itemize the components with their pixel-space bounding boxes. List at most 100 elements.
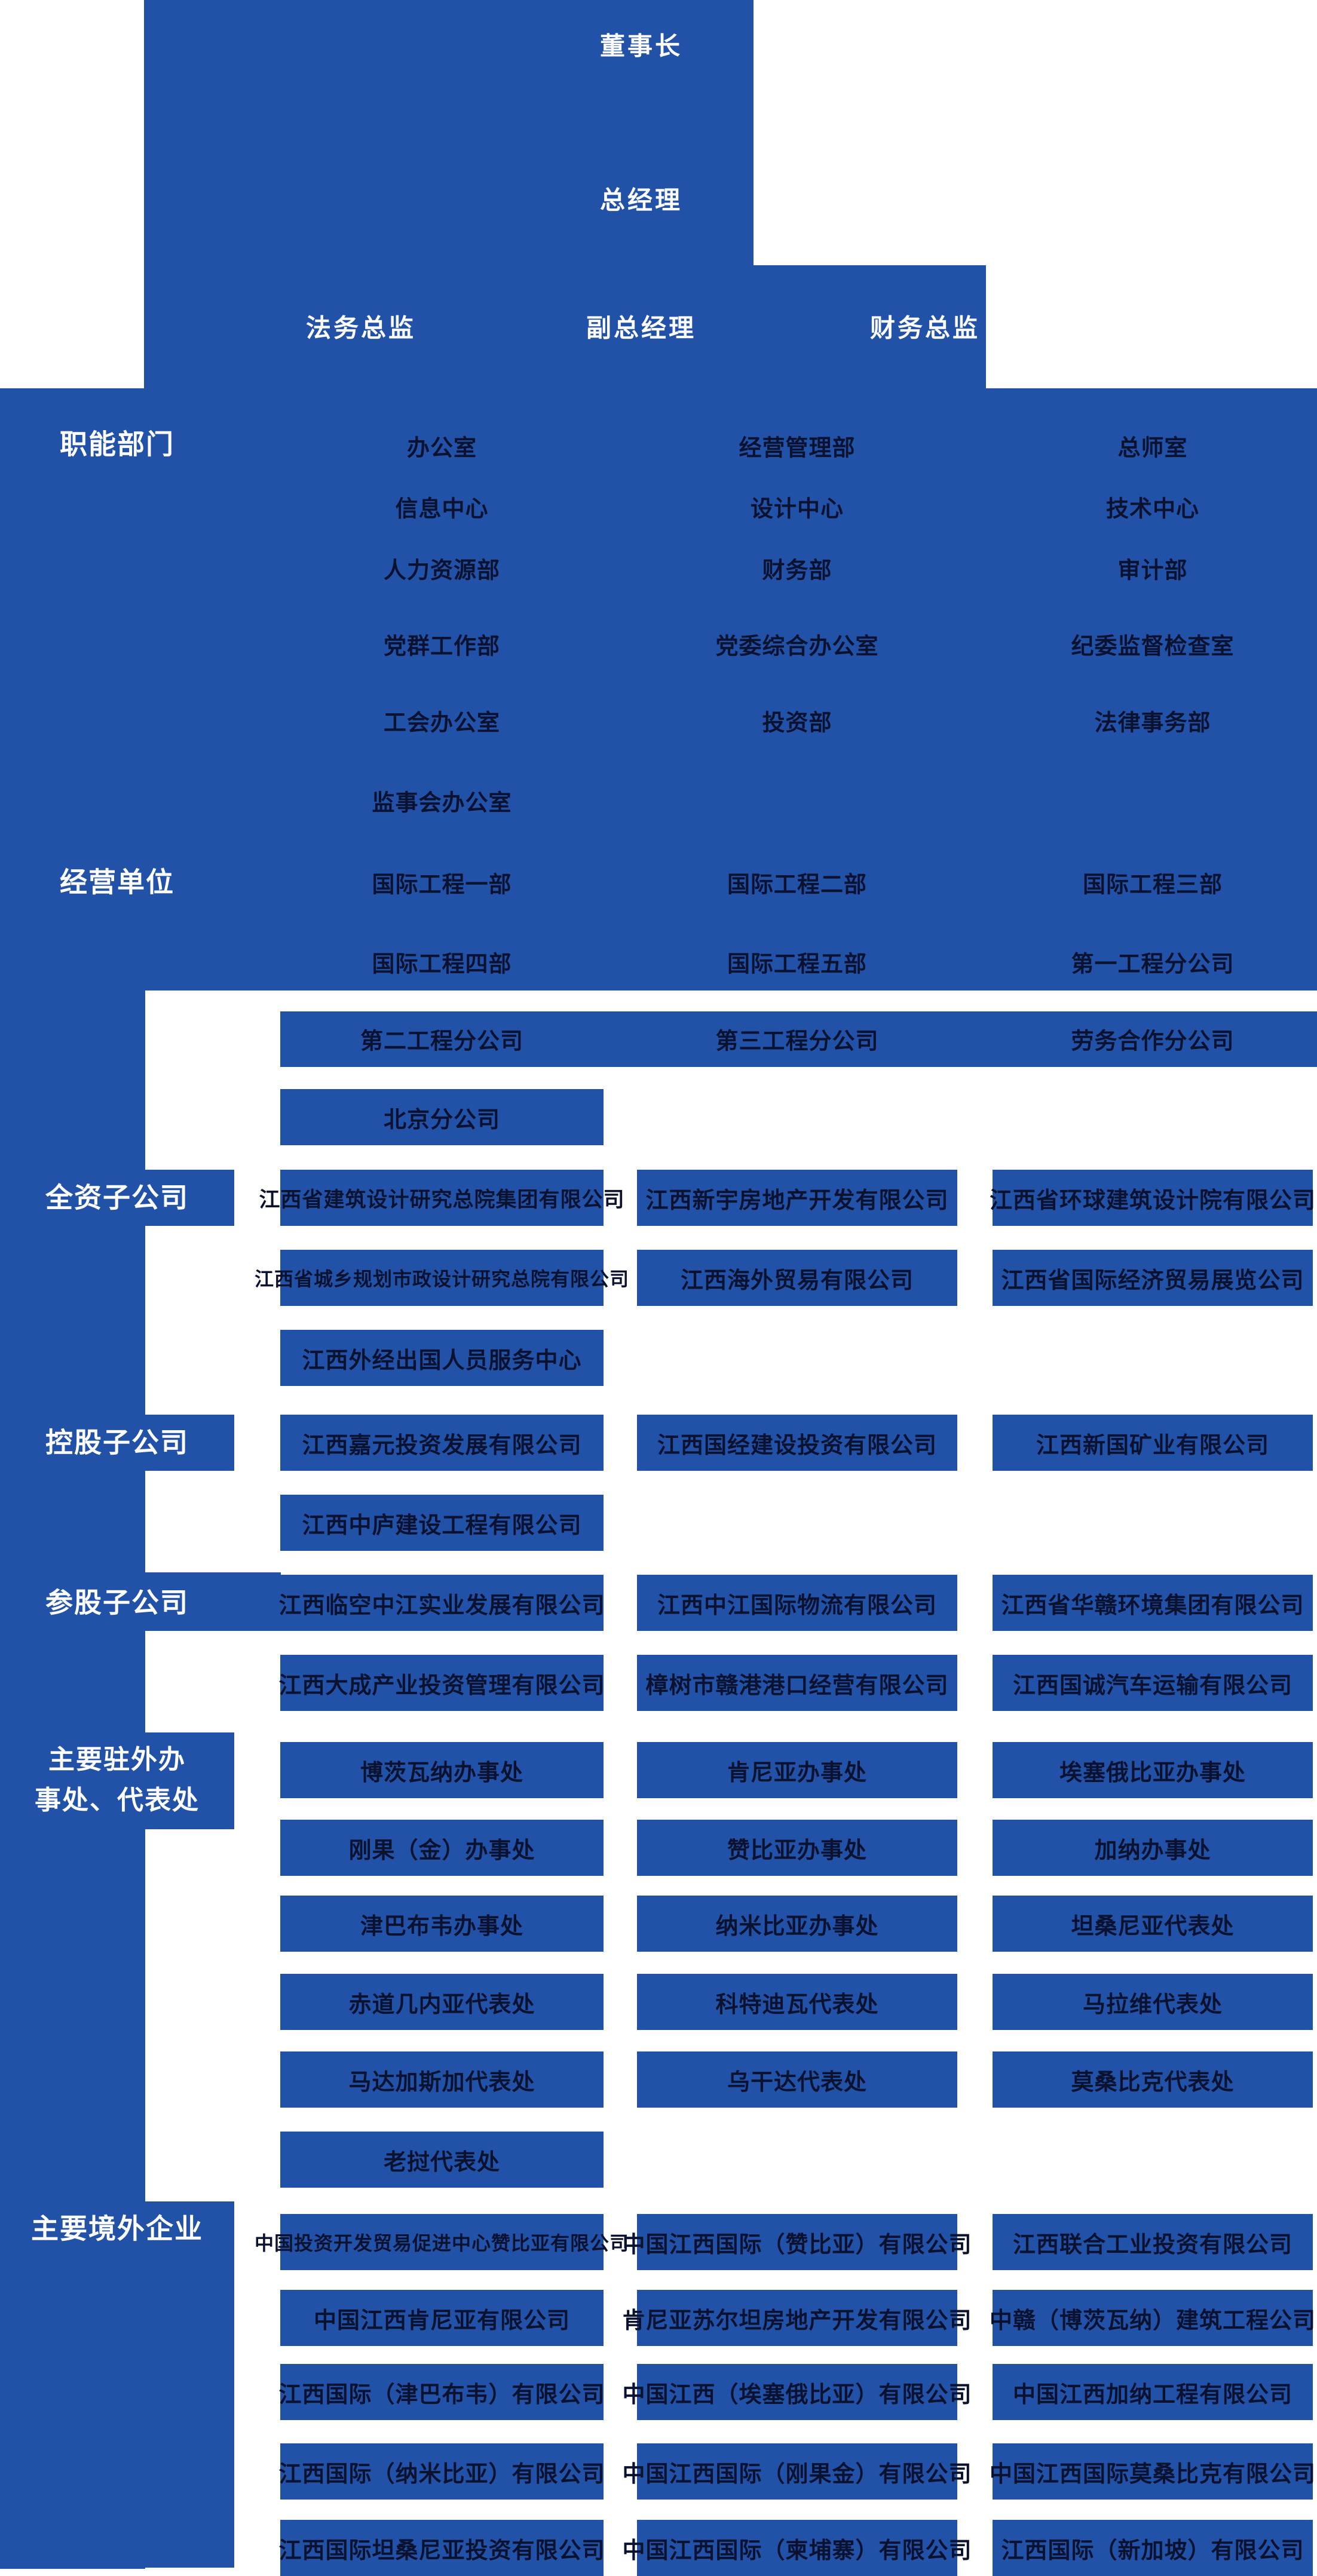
- org-node-label: 乌干达代表处: [727, 2068, 867, 2095]
- org-node: 劳务合作分公司: [1071, 1028, 1235, 1054]
- org-node-label: 埃塞俄比亚办事处: [1059, 1759, 1246, 1786]
- org-node-label: 江西嘉元投资发展有限公司: [302, 1431, 582, 1458]
- org-node: 莫桑比克代表处: [993, 2051, 1313, 2108]
- org-node: 赞比亚办事处: [637, 1820, 957, 1876]
- org-node: 肯尼亚苏尔坦房地产开发有限公司: [623, 2290, 972, 2346]
- section-label-overseas-enterprises: 主要境外企业: [31, 2212, 203, 2245]
- org-node: 江西临空中江实业发展有限公司: [278, 1575, 605, 1631]
- org-node-label: 江西国际坦桑尼亚投资有限公司: [278, 2537, 605, 2563]
- org-node-label: 老挝代表处: [383, 2148, 500, 2175]
- org-node: 坦桑尼亚代表处: [993, 1896, 1313, 1952]
- org-node-label: 江西海外贸易有限公司: [680, 1266, 914, 1293]
- org-node: 江西省城乡规划市政设计研究总院有限公司: [255, 1250, 629, 1306]
- org-node-label: 纳米比亚办事处: [715, 1912, 879, 1939]
- section-label-equity-subsidiaries: 参股子公司: [45, 1586, 189, 1619]
- legal-director-title: 法务总监: [305, 313, 416, 343]
- org-node-label: 肯尼亚办事处: [727, 1759, 867, 1786]
- chairman-title: 董事长: [599, 31, 683, 61]
- org-node-label: 江西国际（津巴布韦）有限公司: [278, 2381, 605, 2408]
- org-node: 江西国际（纳米比亚）有限公司: [279, 2443, 605, 2500]
- org-node-label: 中赣（博茨瓦纳）建筑工程公司: [990, 2307, 1316, 2333]
- org-node: 江西国际坦桑尼亚投资有限公司: [278, 2520, 605, 2576]
- org-node-label: 江西省建筑设计研究总院集团有限公司: [259, 1188, 625, 1212]
- org-node: 中国江西国际莫桑比克有限公司: [990, 2443, 1315, 2500]
- label-tab-overseas-offices: [145, 1732, 234, 1829]
- org-node: 江西中江国际物流有限公司: [637, 1575, 957, 1631]
- org-node-label: 江西大成产业投资管理有限公司: [278, 1672, 605, 1698]
- org-node: 中国江西国际（刚果金）有限公司: [623, 2443, 972, 2500]
- org-node: 老挝代表处: [280, 2132, 604, 2188]
- org-node-label: 中国江西（埃塞俄比亚）有限公司: [622, 2381, 972, 2408]
- deputy-general-manager-title: 副总经理: [586, 313, 697, 343]
- org-node: 马拉维代表处: [993, 1974, 1313, 2030]
- label-tab-wholly-owned: [145, 1170, 234, 1226]
- org-node: 樟树市赣港港口经营有限公司: [637, 1655, 957, 1711]
- org-node-label: 江西省华赣环境集团有限公司: [1001, 1591, 1304, 1618]
- org-node-label: 马达加斯加代表处: [348, 2068, 535, 2095]
- org-node: 江西嘉元投资发展有限公司: [280, 1415, 604, 1471]
- org-node-label: 坦桑尼亚代表处: [1071, 1912, 1235, 1939]
- org-node: 江西国诚汽车运输有限公司: [993, 1655, 1313, 1711]
- org-node-label: 江西省国际经济贸易展览公司: [1001, 1266, 1304, 1293]
- org-node-label: 赞比亚办事处: [727, 1836, 867, 1863]
- org-node: 中国江西肯尼亚有限公司: [280, 2290, 604, 2346]
- org-node-label: 科特迪瓦代表处: [715, 1991, 879, 2017]
- org-node: 江西省华赣环境集团有限公司: [993, 1575, 1313, 1631]
- org-node-label: 江西省城乡规划市政设计研究总院有限公司: [255, 1268, 630, 1290]
- org-node: 中国投资开发贸易促进中心赞比亚有限公司: [255, 2214, 629, 2270]
- org-node: 江西中庐建设工程有限公司: [280, 1495, 604, 1551]
- org-node: 中国江西加纳工程有限公司: [993, 2364, 1313, 2420]
- branch-companies-bar: [280, 1011, 1317, 1067]
- org-node: 信息中心: [395, 495, 489, 522]
- org-node: 加纳办事处: [993, 1820, 1313, 1876]
- bottom-left-block: [0, 2201, 234, 2568]
- section-label-holding-subsidiaries: 控股子公司: [45, 1426, 189, 1459]
- org-node: 江西新国矿业有限公司: [993, 1415, 1313, 1471]
- finance-director-block: [754, 265, 986, 388]
- org-node-label: 江西外经出国人员服务中心: [302, 1347, 582, 1373]
- org-node-label: 中国江西国际（刚果金）有限公司: [622, 2460, 972, 2487]
- org-node: 津巴布韦办事处: [280, 1896, 604, 1952]
- org-node: 中赣（博茨瓦纳）建筑工程公司: [990, 2290, 1316, 2346]
- org-node-label: 江西中庐建设工程有限公司: [302, 1511, 582, 1538]
- org-node-label: 樟树市赣港港口经营有限公司: [645, 1672, 949, 1698]
- org-node-label: 博茨瓦纳办事处: [360, 1759, 523, 1786]
- org-node: 江西联合工业投资有限公司: [993, 2214, 1313, 2270]
- org-node: 埃塞俄比亚办事处: [993, 1742, 1313, 1798]
- section-label-business-units: 经营单位: [60, 866, 174, 898]
- org-node-label: 江西新宇房地产开发有限公司: [645, 1186, 949, 1213]
- org-node: 中国江西国际（赞比亚）有限公司: [623, 2214, 972, 2270]
- org-node: 马达加斯加代表处: [280, 2051, 604, 2108]
- org-node: 科特迪瓦代表处: [637, 1974, 957, 2030]
- org-node-label: 津巴布韦办事处: [360, 1912, 523, 1939]
- org-node-label: 江西省环球建筑设计院有限公司: [990, 1186, 1316, 1213]
- label-tab-holding: [145, 1415, 234, 1471]
- org-node: 赤道几内亚代表处: [280, 1974, 604, 2030]
- org-node: 第二工程分公司: [360, 1028, 524, 1054]
- org-node: 国际工程三部: [1082, 871, 1223, 898]
- org-node-label: 江西新国矿业有限公司: [1036, 1431, 1269, 1458]
- main-band: [0, 388, 1317, 990]
- org-node-label: 江西临空中江实业发展有限公司: [278, 1591, 605, 1618]
- org-node: 审计部: [1117, 557, 1188, 584]
- section-label-functional-departments: 职能部门: [60, 428, 174, 461]
- org-node: 江西大成产业投资管理有限公司: [278, 1655, 605, 1711]
- org-node-label: 中国江西国际（赞比亚）有限公司: [622, 2231, 972, 2258]
- org-node: 监事会办公室: [372, 789, 512, 816]
- org-node: 经营管理部: [739, 434, 856, 461]
- org-node-label: 中国江西加纳工程有限公司: [1012, 2381, 1293, 2408]
- org-node: 纪委监督检查室: [1071, 633, 1235, 660]
- org-node-label: 莫桑比克代表处: [1071, 2068, 1235, 2095]
- org-node: 江西新宇房地产开发有限公司: [637, 1170, 957, 1226]
- org-node: 党群工作部: [383, 633, 501, 660]
- org-node: 江西省环球建筑设计院有限公司: [990, 1170, 1316, 1226]
- org-node-label: 江西国际（新加坡）有限公司: [1001, 2537, 1304, 2563]
- org-node-label: 江西国经建设投资有限公司: [657, 1431, 937, 1458]
- org-node-label: 中国江西国际（柬埔寨）有限公司: [622, 2537, 972, 2563]
- org-node-label: 中国江西肯尼亚有限公司: [313, 2307, 570, 2333]
- org-node: 江西国际（津巴布韦）有限公司: [278, 2364, 605, 2420]
- org-node: 江西国经建设投资有限公司: [637, 1415, 957, 1471]
- top-center-column: [144, 0, 754, 388]
- org-node: 国际工程四部: [372, 950, 512, 977]
